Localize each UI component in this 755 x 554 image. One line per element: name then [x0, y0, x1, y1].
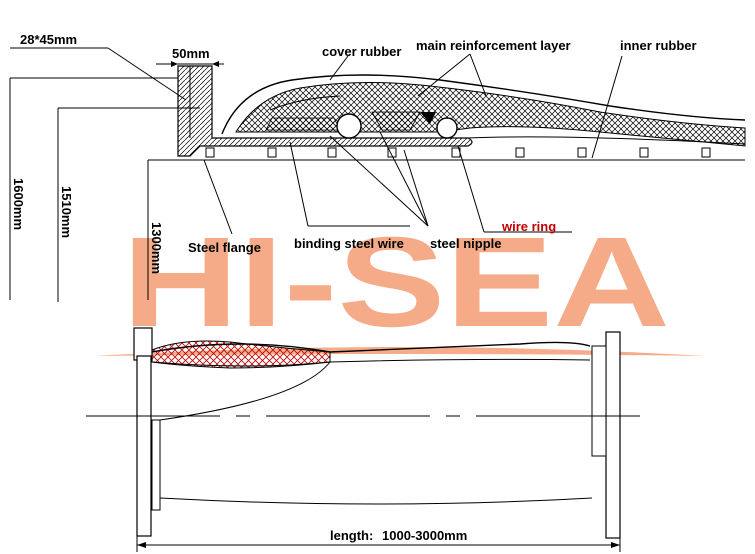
steel-nipple-label: steel nipple	[430, 236, 502, 251]
main-reinforcement-label: main reinforcement layer	[416, 38, 571, 53]
cover-rubber-outline	[221, 74, 746, 135]
inner-rubber-label: inner rubber	[620, 38, 697, 53]
svg-text:HI-SEA: HI-SEA	[122, 211, 670, 354]
dim-1510-label: 1510mm	[59, 186, 74, 238]
dim-1300-label: 1300mm	[149, 222, 164, 274]
flange-width-label: 50mm	[172, 46, 210, 61]
binding-steel-wire-label: binding steel wire	[294, 236, 404, 251]
reinforcement-layer-section	[235, 81, 746, 147]
labels: 28*45mm 50mm cover rubber main reinforce…	[11, 32, 697, 274]
wire-ring-2	[436, 117, 458, 139]
wire-ring-label: wire ring	[501, 219, 556, 234]
length-prefix-label: length:	[330, 528, 373, 543]
wire-ring-1	[336, 113, 362, 139]
cover-rubber-label: cover rubber	[322, 44, 401, 59]
steel-flange-label: Steel flange	[188, 240, 261, 255]
steel-flange-section	[177, 65, 473, 157]
dim-1600-label: 1600mm	[11, 178, 26, 230]
cross-section	[9, 47, 746, 302]
hose-full-view: length: 1000-3000mm	[86, 327, 640, 552]
length-value-label: 1000-3000mm	[382, 528, 467, 543]
watermark: HI-SEA	[95, 211, 705, 356]
nipple-teeth	[205, 147, 711, 158]
flange-dim-label: 28*45mm	[20, 32, 77, 47]
